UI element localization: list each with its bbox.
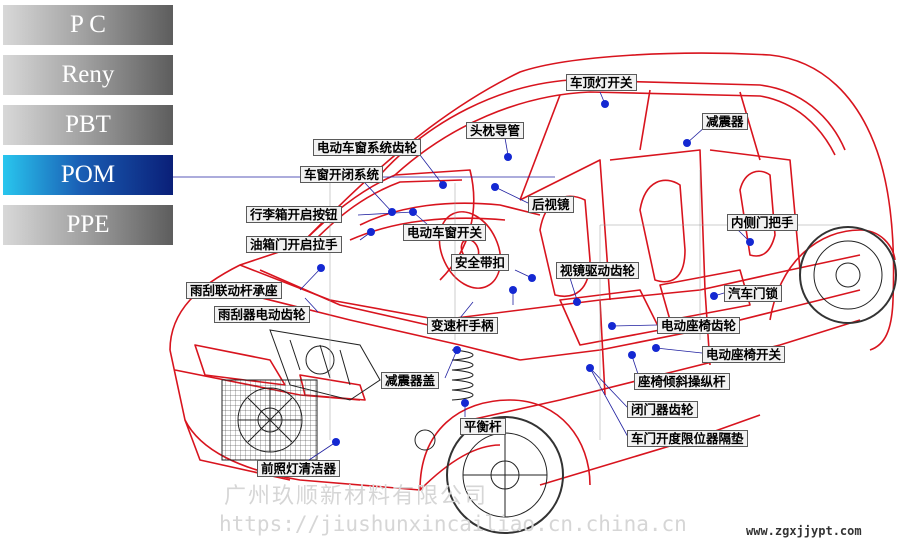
- label-power-seat-gear: 电动座椅齿轮: [657, 317, 741, 334]
- label-headrest-guide: 头枕导管: [466, 122, 525, 139]
- label-car-door-lock: 汽车门锁: [724, 285, 783, 302]
- dot-mirror-drive-gear: [573, 298, 581, 306]
- label-inner-door-handle: 内侧门把手: [727, 214, 798, 231]
- menu-button-ppe[interactable]: PPE: [3, 205, 173, 245]
- watermark-url: https://jiushunxincailiao.cn.china.cn: [219, 512, 687, 536]
- label-shock-absorber-cover: 减震器盖: [381, 372, 440, 389]
- label-roof-light-switch: 车顶灯开关: [566, 74, 637, 91]
- label-wiper-linkage-bearing: 雨刮联动杆承座: [186, 282, 282, 299]
- label-power-window-gear: 电动车窗系统齿轮: [313, 139, 422, 156]
- label-stabilizer-bar: 平衡杆: [460, 418, 506, 435]
- label-fuel-door-handle: 油箱门开启拉手: [246, 236, 342, 253]
- dot-rear-view-mirror: [491, 183, 499, 191]
- part-dots: [317, 100, 754, 446]
- label-power-seat-switch: 电动座椅开关: [702, 346, 786, 363]
- label-door-closer-gear: 闭门器齿轮: [627, 401, 698, 418]
- site-url: www.zgxjjypt.com: [746, 524, 862, 538]
- mechanical-parts: [221, 226, 897, 534]
- menu-button-reny[interactable]: Reny: [3, 55, 173, 95]
- dot-headlight-washer: [332, 438, 340, 446]
- label-shift-lever-handle: 变速杆手柄: [427, 317, 498, 334]
- label-mirror-drive-gear: 视镜驱动齿轮: [556, 262, 640, 279]
- dot-wiper-linkage-bearing: [317, 264, 325, 272]
- dot-power-window-gear: [439, 181, 447, 189]
- dot-headrest-guide: [504, 153, 512, 161]
- label-window-switch-system: 车窗开闭系统: [300, 166, 384, 183]
- dot-seat-belt-buckle: [528, 274, 536, 282]
- label-seat-belt-buckle: 安全带扣: [451, 254, 510, 271]
- label-shock-absorber-top: 减震器: [702, 113, 748, 130]
- label-power-window-switch: 电动车窗开关: [403, 224, 487, 241]
- dot-power-window-switch: [409, 208, 417, 216]
- label-wiper-motor-gear: 雨刮器电动齿轮: [214, 306, 310, 323]
- dot-stabilizer-bar: [461, 399, 469, 407]
- dot-seat-recline-lever: [628, 351, 636, 359]
- menu-button-pc[interactable]: P C: [3, 5, 173, 45]
- dot-window-switch-system: [388, 208, 396, 216]
- label-rear-view-mirror: 后视镜: [528, 196, 574, 213]
- label-seat-recline-lever: 座椅倾斜操纵杆: [634, 373, 730, 390]
- watermark-company: 广州玖顺新材料有限公司: [224, 484, 489, 509]
- dot-inner-door-handle: [746, 238, 754, 246]
- dot-roof-light-switch: [601, 100, 609, 108]
- label-trunk-release-button: 行李箱开启按钮: [246, 206, 342, 223]
- label-door-stopper-spacer: 车门开度限位器隔垫: [627, 430, 748, 447]
- dot-shift-lever: [509, 286, 517, 294]
- dot-shock-absorber-cover: [453, 346, 461, 354]
- menu-button-pbt[interactable]: PBT: [3, 105, 173, 145]
- dot-power-seat-gear: [608, 322, 616, 330]
- dot-car-door-lock: [710, 292, 718, 300]
- label-headlight-washer: 前照灯清洁器: [257, 460, 341, 477]
- dot-shock-absorber-top: [683, 139, 691, 147]
- menu-button-pom[interactable]: POM: [3, 155, 173, 195]
- dot-fuel-door-handle: [367, 228, 375, 236]
- dot-door-closer-gear: [586, 364, 594, 372]
- dot-power-seat-switch: [652, 344, 660, 352]
